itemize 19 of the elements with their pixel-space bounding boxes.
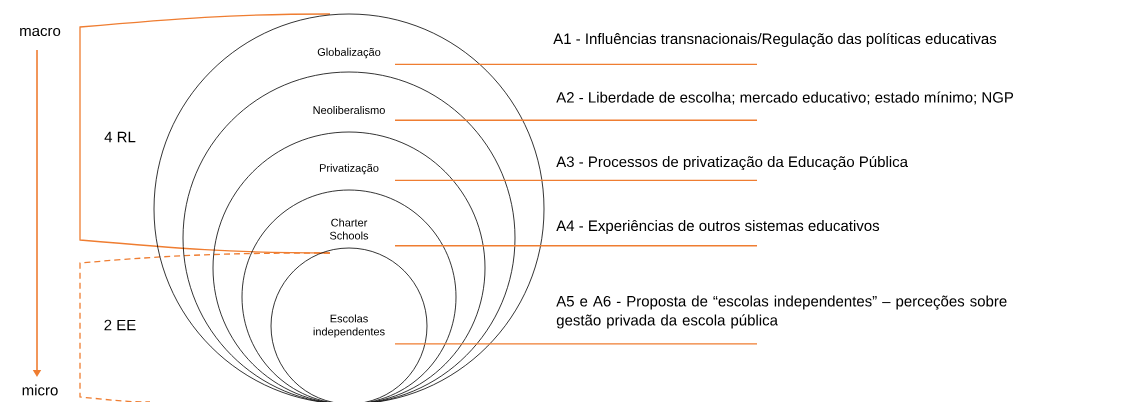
leader-line: [394, 63, 758, 65]
circle-label: Neoliberalismo: [313, 105, 385, 115]
leader-line: [394, 245, 758, 247]
annotation-text: A1 - Influências transnacionais/Regulação das políticas educativas: [553, 32, 997, 48]
side-label: 4 RL: [104, 131, 136, 143]
leader-line: [394, 179, 758, 181]
side-label: 2 EE: [104, 319, 136, 331]
circle-label: Globalização: [317, 47, 381, 59]
leader-line: [394, 119, 758, 121]
leader-line: [394, 343, 758, 345]
circle-label: Charter Schools: [329, 218, 369, 240]
annotation-text: A5 e A6 - Proposta de “escolas independentes” – perceções sobre gestão privada da escola pública: [556, 295, 1007, 329]
side-label: micro: [22, 384, 58, 396]
side-label: macro: [20, 27, 61, 37]
annotation-text: A4 - Experiências de outros sistemas educativos: [556, 220, 880, 234]
circle-label: Escolas independentes: [313, 314, 385, 338]
circle-label: Privatização: [319, 163, 379, 175]
annotation-text: A2 - Liberdade de escolha; mercado educativo; estado mínimo; NGP: [556, 91, 1014, 105]
annotation-text: A3 - Processos de privatização da Educação Pública: [556, 155, 908, 171]
